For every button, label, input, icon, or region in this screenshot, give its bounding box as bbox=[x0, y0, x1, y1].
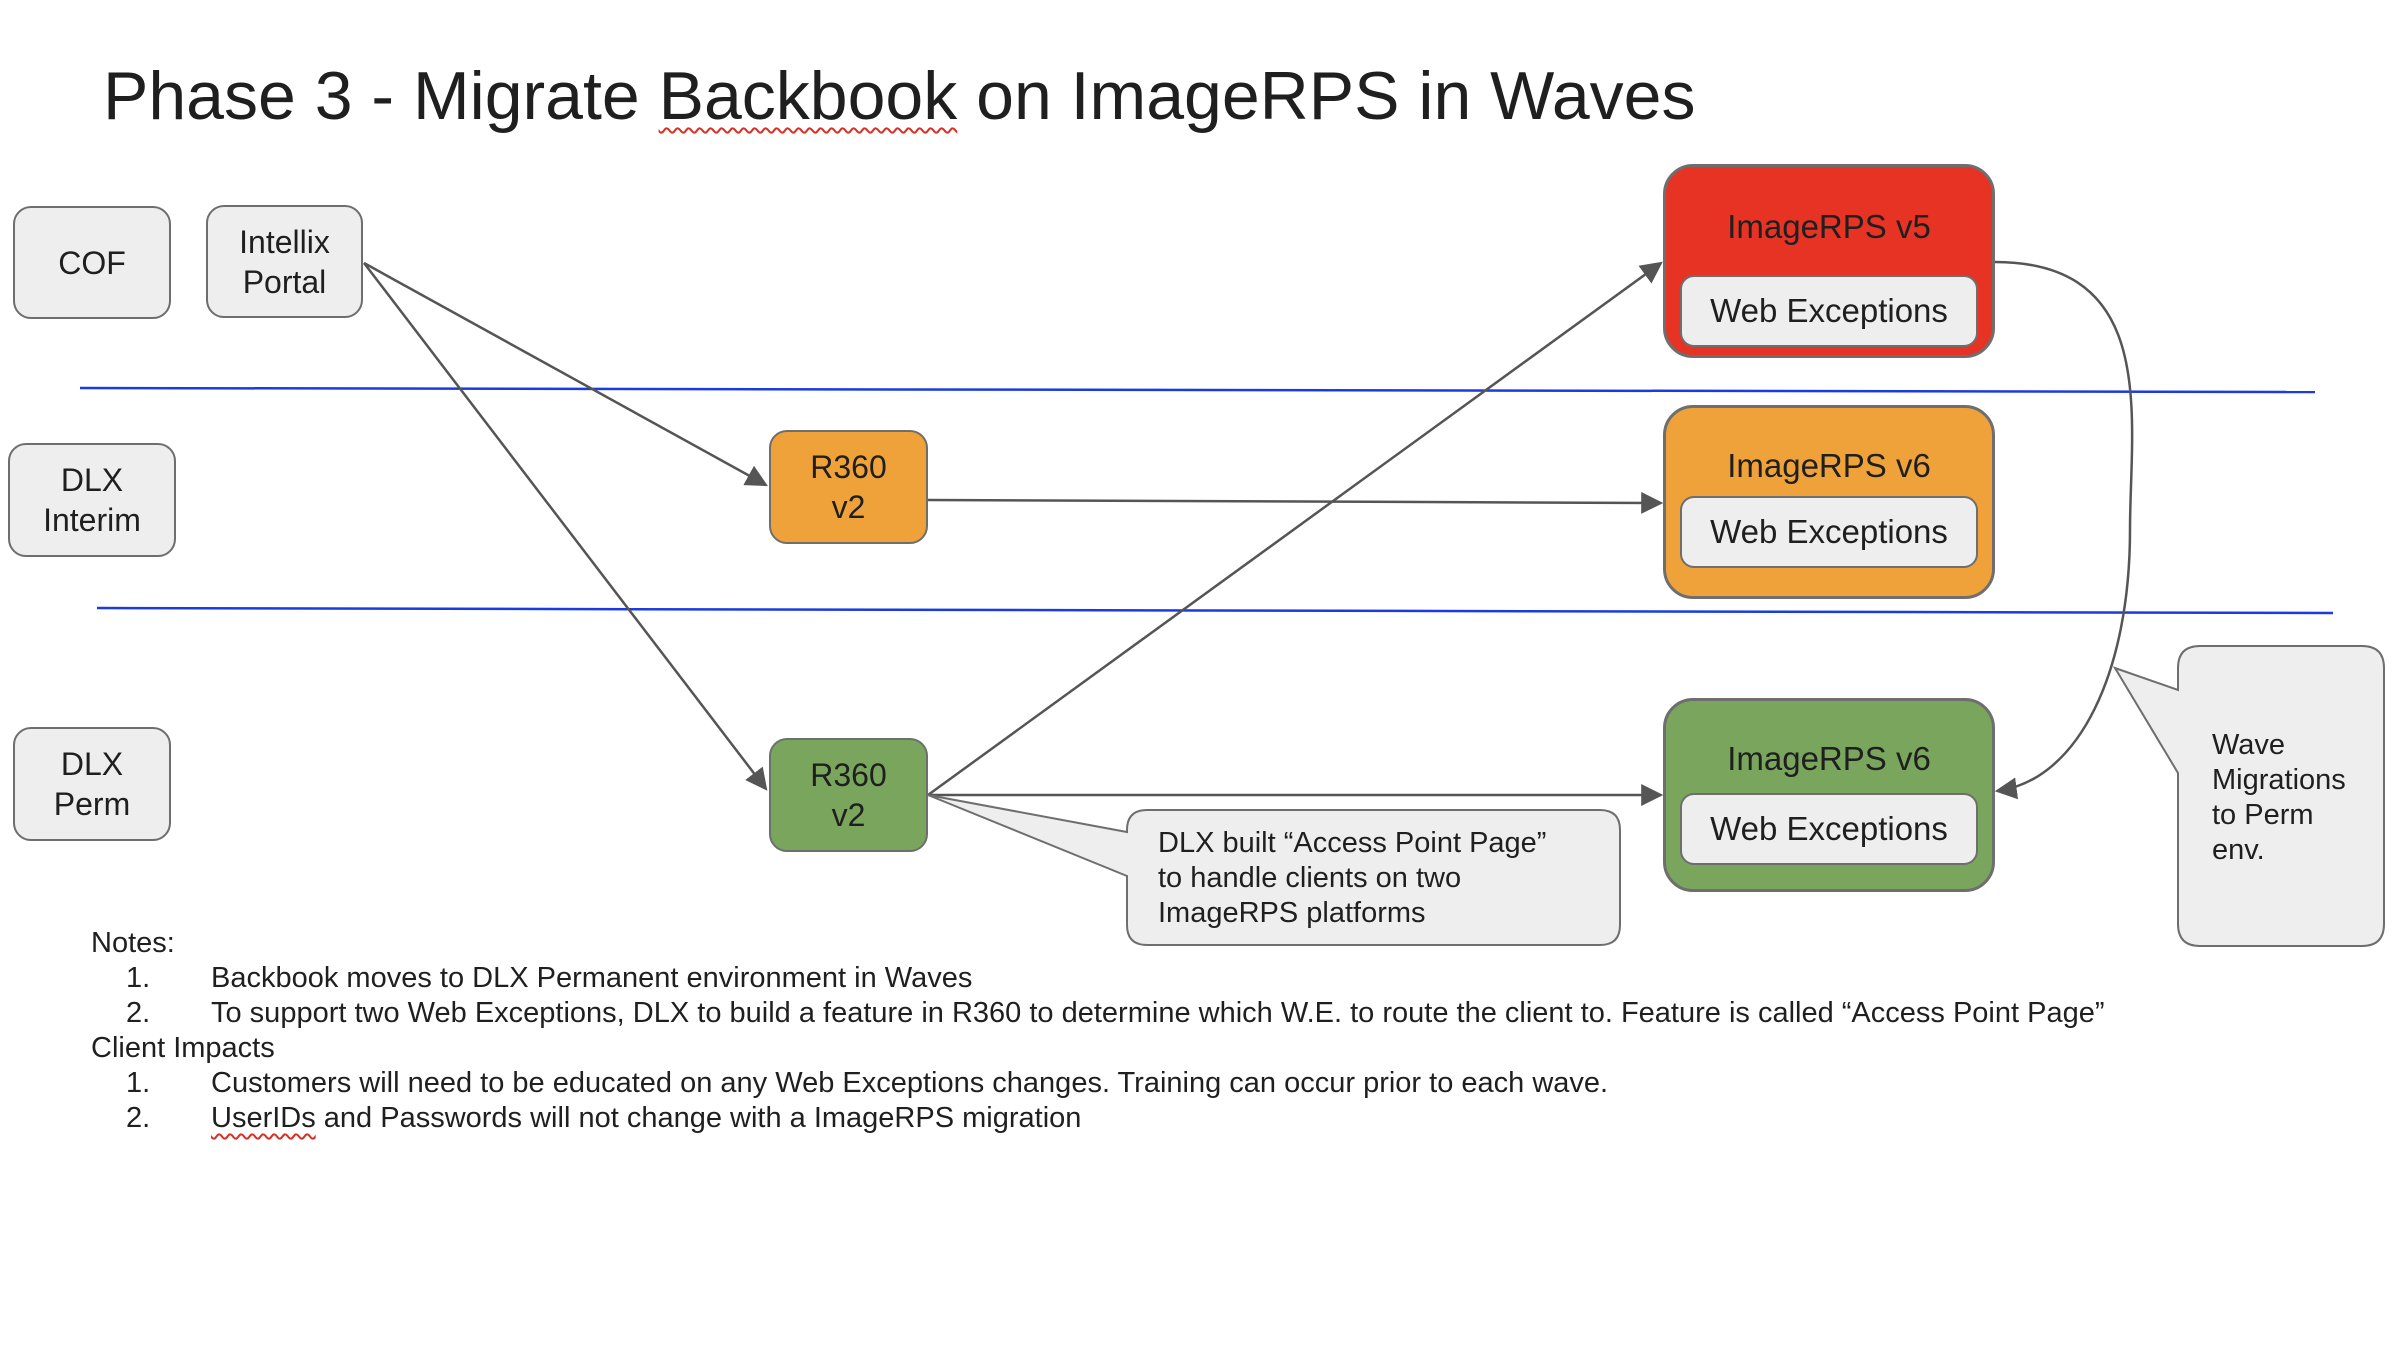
client-impacts-heading: Client Impacts bbox=[91, 1032, 275, 1064]
notes-heading: Notes: bbox=[91, 927, 175, 959]
notes-item-number: 2. bbox=[126, 997, 151, 1029]
imagerps-v5-node: ImageRPS v5 Web Exceptions bbox=[1663, 164, 1995, 358]
impacts-item: 2. UserIDs and Passwords will not change … bbox=[91, 1101, 2105, 1136]
notes-section: Notes: 1. Backbook moves to DLX Permanent… bbox=[91, 926, 2105, 1136]
lane-label-intellix-portal: Intellix Portal bbox=[206, 205, 363, 318]
notes-item-text: To support two Web Exceptions, DLX to bu… bbox=[211, 997, 2105, 1029]
impacts-item-number: 1. bbox=[126, 1067, 151, 1099]
access-point-line-2: to handle clients on two bbox=[1158, 862, 1462, 894]
notes-item-text: Backbook moves to DLX Permanent environm… bbox=[211, 962, 973, 994]
arrow-wave-migration-curve bbox=[1994, 260, 2134, 800]
lane-label-cof: COF bbox=[13, 206, 171, 319]
impacts-userids-word: UserIDs bbox=[211, 1102, 316, 1134]
arrow-r360-interim-to-imagerps-v6 bbox=[927, 491, 1664, 514]
impacts-item: 1. Customers will need to be educated on … bbox=[91, 1066, 2105, 1101]
lane-divider-top bbox=[79, 386, 2316, 394]
r360-v2-interim-node: R360 v2 bbox=[769, 430, 928, 544]
lane-divider-bottom bbox=[96, 606, 2334, 615]
imagerps-v6-perm-title: ImageRPS v6 bbox=[1727, 740, 1931, 777]
title-backbook-word: Backbook bbox=[658, 58, 958, 134]
imagerps-v6-interim-node: ImageRPS v6 Web Exceptions bbox=[1663, 405, 1995, 599]
title-prefix: Phase 3 - Migrate bbox=[103, 58, 659, 134]
access-point-line-1: DLX built “Access Point Page” bbox=[1158, 827, 1547, 859]
wave-migrations-callout-text: Wave Migrations to Perm env. bbox=[2212, 728, 2346, 868]
title-suffix: on ImageRPS in Waves bbox=[957, 58, 1696, 134]
page-title: Phase 3 - Migrate Backbook on ImageRPS i… bbox=[103, 56, 1695, 138]
notes-item-number: 1. bbox=[126, 962, 151, 994]
wave-line-3: to Perm bbox=[2212, 799, 2314, 831]
impacts-item-text: Customers will need to be educated on an… bbox=[211, 1067, 1609, 1099]
arrow-r360-perm-to-imagerps-v5 bbox=[927, 261, 1663, 797]
r360-v2-perm-node: R360 v2 bbox=[769, 738, 928, 852]
imagerps-v5-web-exceptions: Web Exceptions bbox=[1680, 275, 1978, 347]
imagerps-v5-title: ImageRPS v5 bbox=[1727, 208, 1931, 245]
wave-line-2: Migrations bbox=[2212, 764, 2346, 796]
impacts-item-number: 2. bbox=[126, 1102, 151, 1134]
imagerps-v6-perm-web-exceptions: Web Exceptions bbox=[1680, 793, 1978, 865]
wave-migrations-callout-shape bbox=[2112, 645, 2385, 947]
notes-item: 1. Backbook moves to DLX Permanent enviro… bbox=[91, 961, 2105, 996]
notes-list: 1. Backbook moves to DLX Permanent enviro… bbox=[91, 961, 2105, 1031]
notes-item: 2. To support two Web Exceptions, DLX to … bbox=[91, 996, 2105, 1031]
imagerps-v6-perm-node: ImageRPS v6 Web Exceptions bbox=[1663, 698, 1995, 892]
imagerps-v6-interim-web-exceptions: Web Exceptions bbox=[1680, 496, 1978, 568]
access-point-line-3: ImageRPS platforms bbox=[1158, 897, 1426, 929]
access-point-callout-text: DLX built “Access Point Page” to handle … bbox=[1158, 826, 1546, 931]
wave-line-1: Wave bbox=[2212, 729, 2286, 761]
lane-label-dlx-interim: DLX Interim bbox=[8, 443, 176, 557]
client-impacts-list: 1. Customers will need to be educated on … bbox=[91, 1066, 2105, 1136]
lane-label-dlx-perm: DLX Perm bbox=[13, 727, 171, 841]
arrow-intellix-to-r360-interim bbox=[363, 261, 768, 487]
impacts-item-text: and Passwords will not change with a Ima… bbox=[315, 1102, 1082, 1134]
arrow-intellix-to-r360-perm bbox=[363, 262, 768, 791]
wave-line-4: env. bbox=[2212, 834, 2265, 866]
imagerps-v6-interim-title: ImageRPS v6 bbox=[1727, 447, 1931, 484]
access-point-callout-shape bbox=[927, 794, 1621, 946]
